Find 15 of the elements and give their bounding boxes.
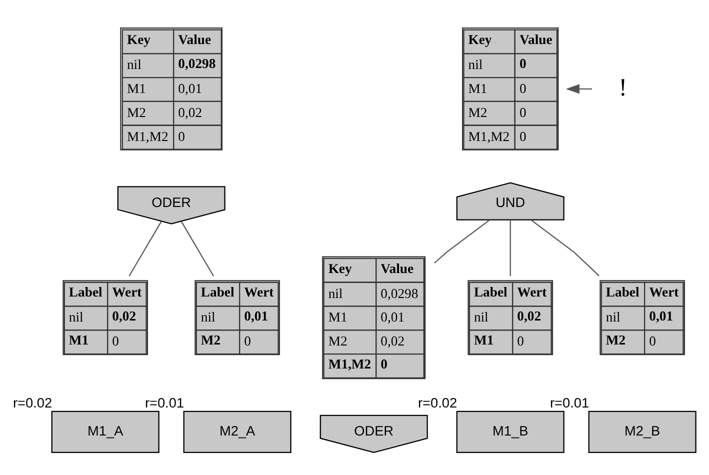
node-box: M2_A [183,410,292,453]
connector [180,220,214,276]
node-label: r=0.02 [13,395,52,410]
connector [530,219,600,276]
connector [434,219,490,264]
connector [128,220,162,276]
node-label: r=0.01 [144,395,184,410]
node-text: ! [618,74,628,101]
arrow [566,84,592,94]
node-box: M1_B [456,410,564,453]
node-box: M1_A [51,410,160,453]
node-box: M2_B [588,410,696,453]
node-label: r=0.01 [550,395,590,410]
connector [510,220,511,276]
node-label: r=0.02 [418,395,458,410]
